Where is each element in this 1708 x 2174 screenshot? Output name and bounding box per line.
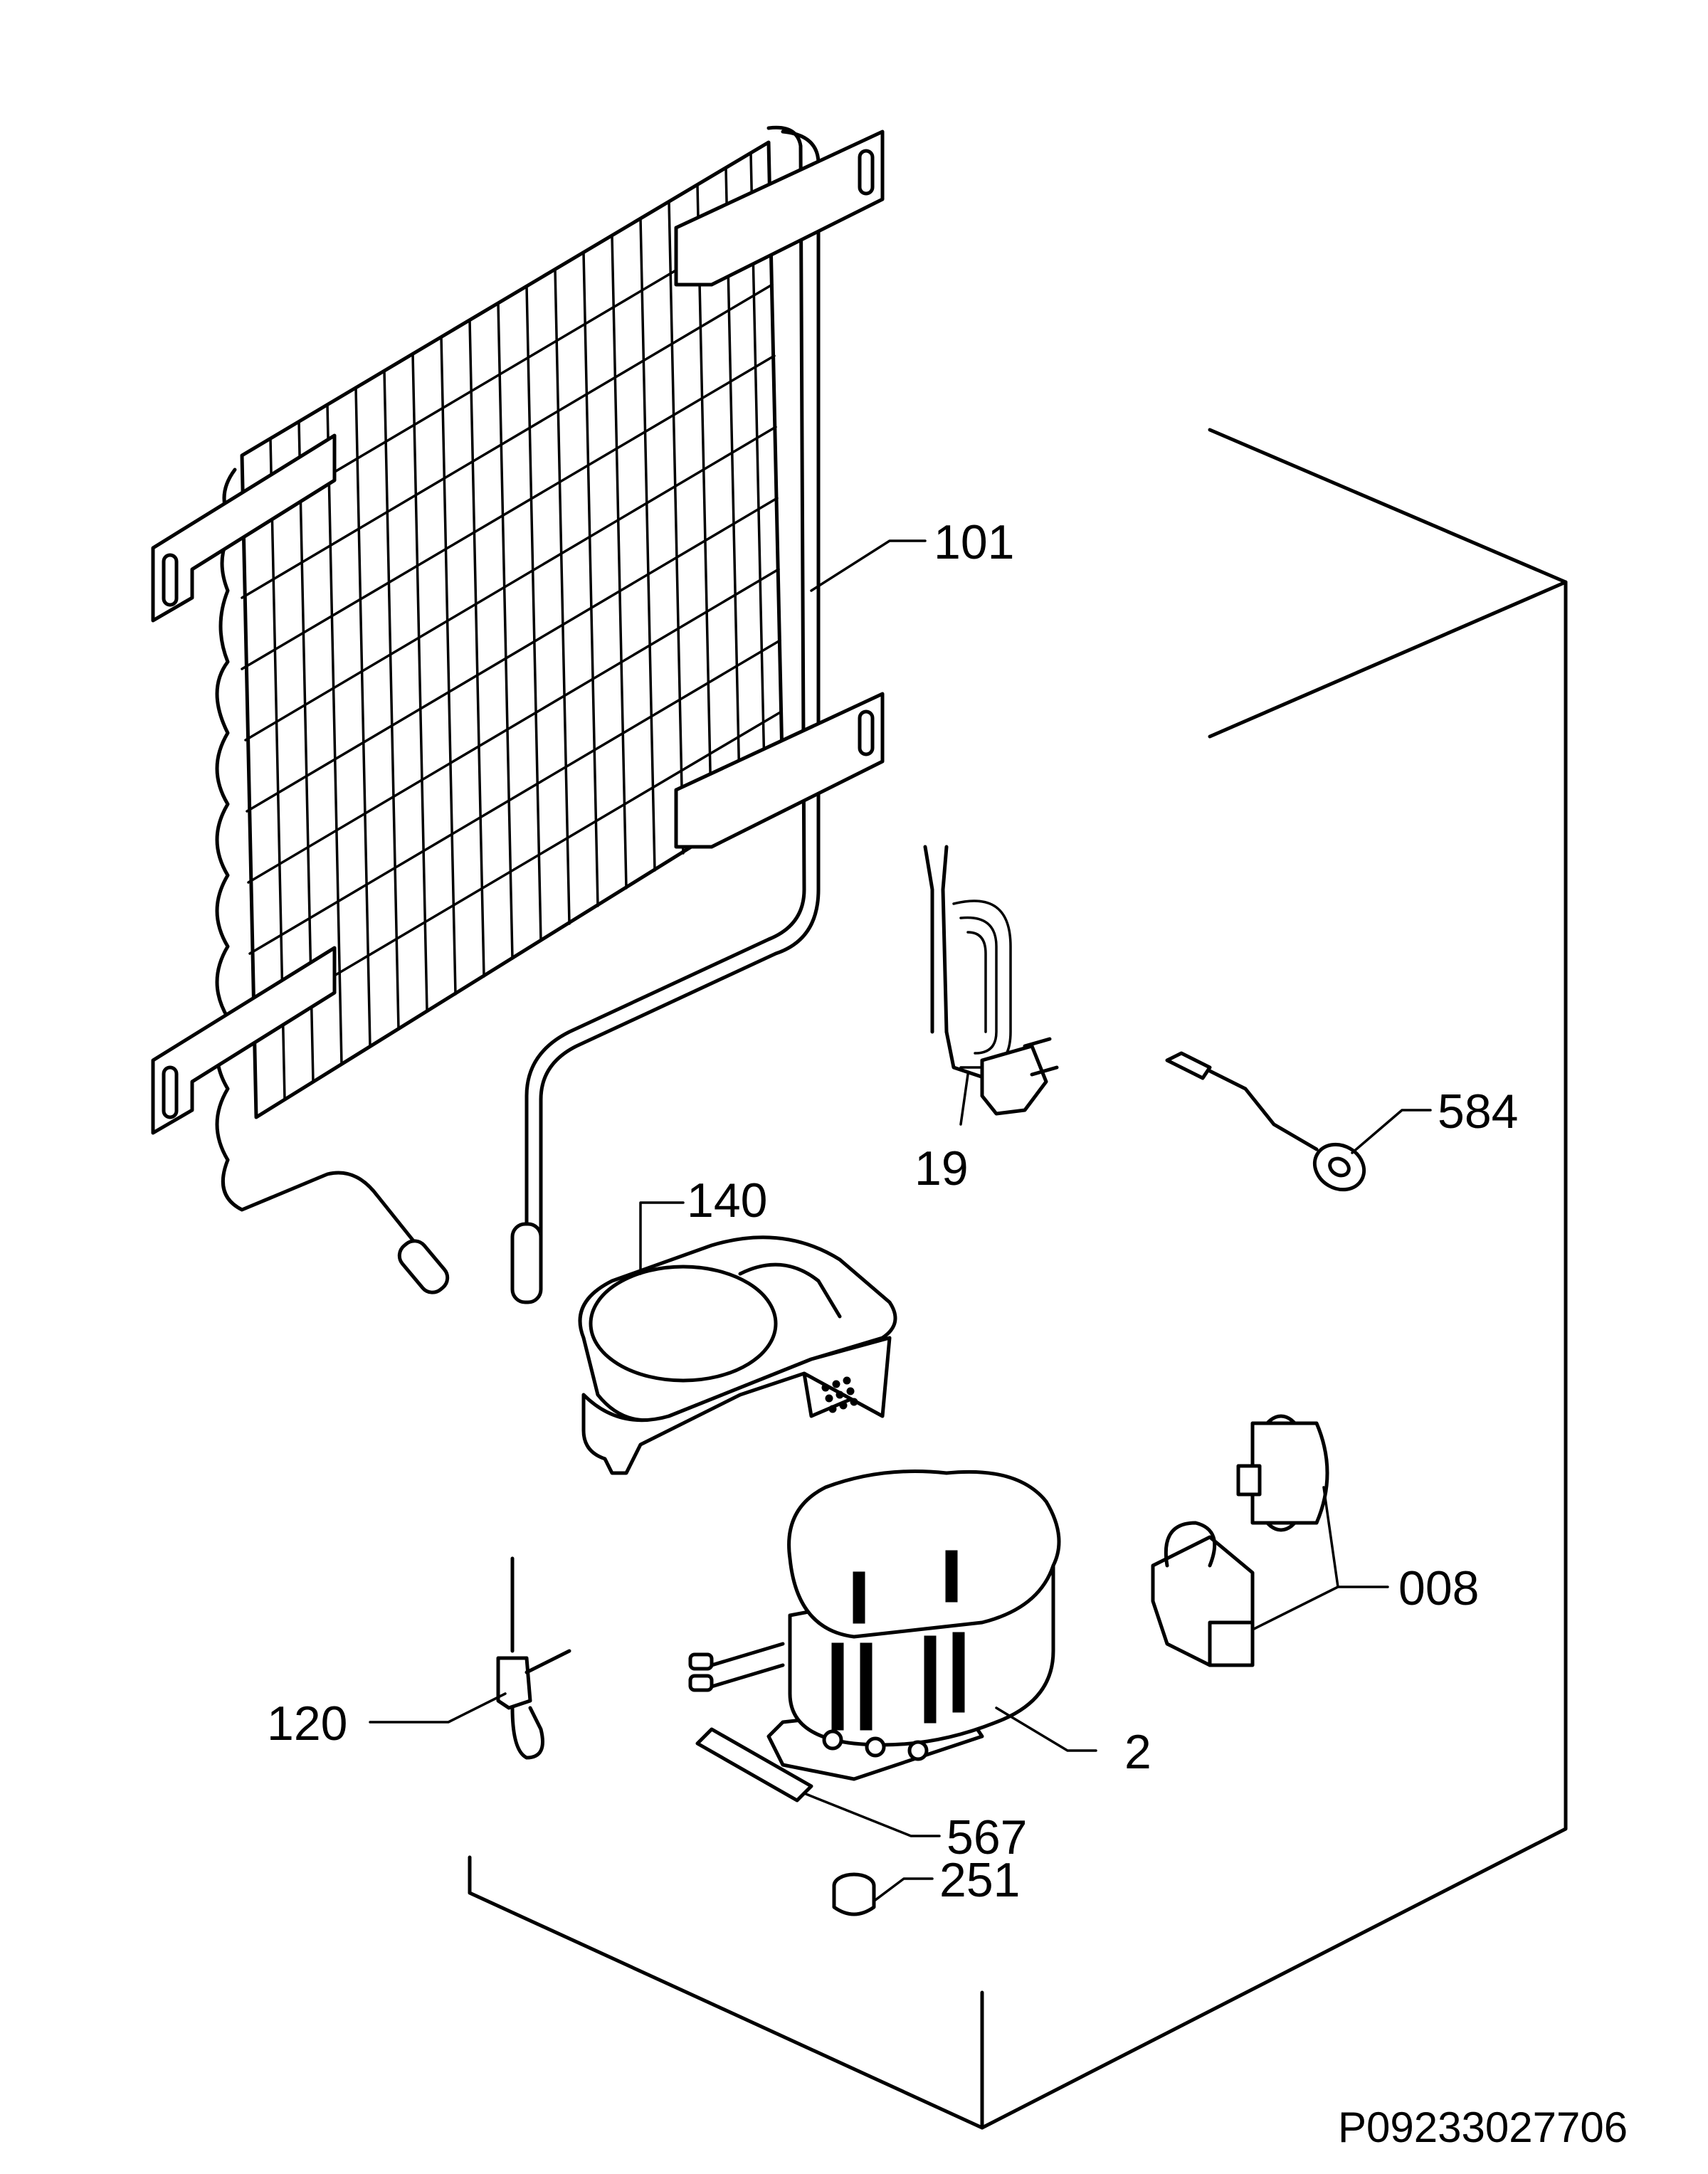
label-drip-tray: 140 [687, 1173, 767, 1228]
label-drier-filter: 120 [267, 1697, 347, 1751]
label-rubber-grommet: 251 [939, 1853, 1020, 1907]
cabinet-outline [468, 428, 1568, 2130]
compressor [688, 1469, 1061, 1781]
leader-lines [369, 539, 1432, 1901]
drier-filter [496, 1556, 571, 1760]
label-compressor: 2 [1124, 1725, 1151, 1779]
mounting-bracket [695, 1727, 813, 1803]
label-start-relay: 008 [1398, 1561, 1479, 1615]
drip-tray [578, 1235, 897, 1475]
power-cord [923, 845, 1059, 1116]
label-condenser: 101 [934, 515, 1014, 569]
label-power-cord: 19 [914, 1141, 969, 1196]
start-relay [1151, 1414, 1329, 1667]
drawing-code: P09233027706 [1338, 2104, 1628, 2151]
thermostat-sensor [1165, 1051, 1366, 1192]
label-thermostat-sensor: 584 [1438, 1085, 1518, 1139]
rubber-grommet [832, 1872, 876, 1916]
label-mounting-bracket: 567 [947, 1810, 1027, 1864]
condenser [151, 125, 885, 1304]
